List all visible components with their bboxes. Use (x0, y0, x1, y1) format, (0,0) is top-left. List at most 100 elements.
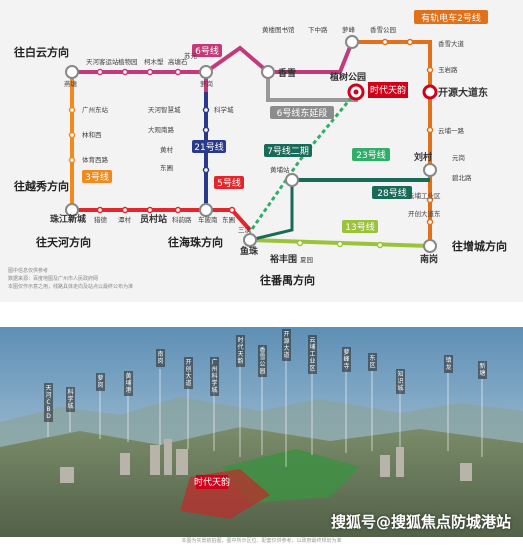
station-dot (146, 206, 154, 214)
station-label: 云埔工业区 (408, 191, 441, 200)
station-dot (174, 206, 182, 214)
line6ext-tag: 6号线东延段 (277, 107, 328, 119)
line23-tag-bg (352, 148, 390, 161)
station-label: 三溪 (238, 225, 252, 234)
station-label: 潭村 (118, 215, 132, 224)
line3-tag: 3号线 (85, 171, 109, 183)
line21-tag-bg (192, 140, 226, 153)
line7-route (248, 91, 358, 233)
station-label: 珠江新城 (50, 213, 86, 225)
place-label: 天河CBD (44, 383, 53, 422)
line6-route (72, 40, 430, 74)
station-dot (336, 240, 344, 248)
station-label: 玉岩路 (438, 65, 458, 74)
station-label: 天河客运站 (86, 57, 119, 66)
dir-baiyun: 往白云方向 (14, 45, 69, 59)
station-dot (376, 241, 384, 249)
station-interchange (65, 203, 79, 217)
station-label: 云埔一路 (438, 126, 465, 135)
station-dot (426, 196, 434, 204)
station-dot (426, 126, 434, 134)
place-label: 萝峰寺 (342, 347, 351, 372)
line6ext-tag-bg (270, 106, 334, 119)
place-label: 镇龙 (444, 355, 453, 373)
line21-tag: 21号线 (194, 141, 223, 153)
station-label: 开创大道东 (408, 209, 441, 218)
line7-tag-bg (264, 144, 312, 157)
station-label: 黄埔站 (270, 165, 290, 174)
station-label: 夏园 (300, 256, 313, 264)
station-label: 柯木塱 (144, 57, 164, 66)
station-interchange (199, 65, 213, 79)
tram2-tag-bg (414, 10, 488, 24)
station-interchange (285, 173, 299, 187)
station-interchange (199, 203, 213, 217)
station-label: 广州东站 (82, 105, 109, 114)
project-tag-text: 时代天韵 (370, 84, 406, 96)
line28-down (249, 180, 294, 242)
station-dot (426, 66, 434, 74)
place-label: 云埔工业区 (308, 335, 317, 374)
station-label: 下中路 (308, 25, 328, 34)
station-interchange (423, 163, 437, 177)
station-dot (96, 206, 104, 214)
station-dot (202, 126, 210, 134)
station-label-liucun: 刘村 (414, 151, 432, 163)
station-dot (121, 206, 129, 214)
station-interchange (261, 65, 275, 79)
station-label: 东圃 (222, 215, 235, 224)
metro-map-panel: 时代天韵 植树公园 开源大道东 6号线 6号线东延段 21号线 3号线 5号线 … (0, 0, 523, 302)
station-interchange (65, 65, 79, 79)
station-label: 黄楼图书馆 (262, 25, 295, 34)
station-label: 东圃 (160, 163, 173, 172)
line13-tag: 13号线 (345, 221, 374, 233)
watermark: 搜狐号@搜狐焦点防城港站 (330, 513, 511, 531)
station-label: 香雪大道 (438, 39, 465, 48)
station-dot (202, 166, 210, 174)
place-label: 南岗 (156, 349, 165, 367)
station-label: 天河智慧城 (148, 105, 181, 114)
line3-tag-bg (82, 170, 112, 183)
station-label: 裕丰围 (269, 253, 297, 265)
station-dot (68, 156, 76, 164)
station-label: 高塘石 (168, 57, 188, 66)
station-label: 林和西 (82, 130, 102, 139)
line7-tag: 7号线二期 (267, 145, 309, 157)
station-label: 猎德 (94, 215, 108, 224)
city-blocks (60, 439, 472, 483)
station-label: 香雪公园 (370, 25, 396, 34)
station-dot (68, 131, 76, 139)
line6-tag: 6号线 (195, 45, 219, 57)
station-dot (146, 68, 154, 76)
tram2-tag: 有轨电车2号线 (421, 12, 481, 24)
station-label: 大观南路 (148, 125, 175, 134)
line13-tag-bg (342, 220, 378, 233)
line-tags: 6号线 6号线东延段 21号线 3号线 5号线 7号线二期 23号线 28号线 … (82, 10, 488, 233)
station-label: 员村站 (140, 213, 167, 225)
station-dot (406, 38, 414, 46)
station-dot (121, 68, 129, 76)
highlight-station-core (353, 89, 359, 95)
tram2-route (352, 40, 432, 246)
aerial-photo-panel: 时代天韵 天河CBD 科学城 萝岗 黄埔港 南岗 开创大道 广州科学城 时代天韵… (0, 327, 523, 546)
station-label: 科学城 (214, 105, 234, 114)
station-label: 萝岗 (200, 79, 213, 88)
station-label: 萝峰 (342, 25, 356, 34)
metro-map: 时代天韵 植树公园 开源大道东 6号线 6号线东延段 21号线 3号线 5号线 … (8, 10, 507, 290)
place-label: 科学城 (66, 387, 75, 412)
station-labels: 天河客运站 植物园 柯木塱 高塘石 黄楼图书馆 下中路 萝峰 香雪公园 香雪大道… (50, 25, 472, 265)
highlight-road-marker (422, 84, 438, 100)
map-note: 数据来源：百度地图及广州市人民政府网 (8, 275, 98, 282)
station-interchange (423, 239, 437, 253)
place-label: 萝岗 (96, 373, 105, 391)
station-interchange (243, 233, 257, 247)
dir-yuexiu: 往越秀方向 (14, 179, 69, 193)
line23-tag: 23号线 (356, 149, 385, 161)
station-label: 燕塘 (64, 79, 78, 88)
project-sign-bg (196, 475, 228, 489)
place-label: 广州科学城 (210, 357, 219, 396)
place-label: 黄埔港 (124, 371, 133, 396)
station-label: 香雪 (277, 67, 296, 79)
dir-panyu: 往番禺方向 (260, 273, 315, 287)
